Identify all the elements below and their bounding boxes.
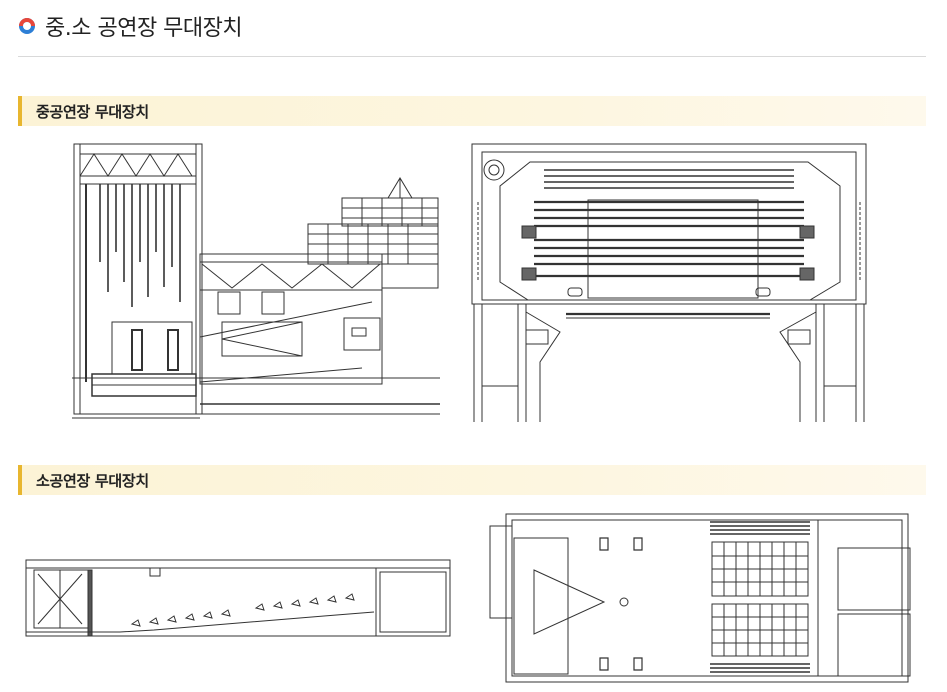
medium-hall-section-drawing: [72, 142, 440, 424]
medium-hall-plan-drawing: [470, 142, 868, 422]
section-label: 중공연장 무대장치: [36, 102, 149, 121]
small-hall-plan-drawing: [484, 508, 918, 686]
page-title: 중.소 공연장 무대장치: [18, 10, 243, 42]
section-header-small-hall: 소공연장 무대장치: [18, 465, 926, 495]
section-accent: [18, 96, 22, 126]
circle-bullet-icon: [19, 18, 35, 34]
section-header-medium-hall: 중공연장 무대장치: [18, 96, 926, 126]
title-divider: [18, 56, 926, 57]
section-label: 소공연장 무대장치: [36, 471, 149, 490]
small-hall-section-drawing: [24, 556, 454, 642]
page-title-text: 중.소 공연장 무대장치: [45, 16, 243, 41]
section-accent: [18, 465, 22, 495]
